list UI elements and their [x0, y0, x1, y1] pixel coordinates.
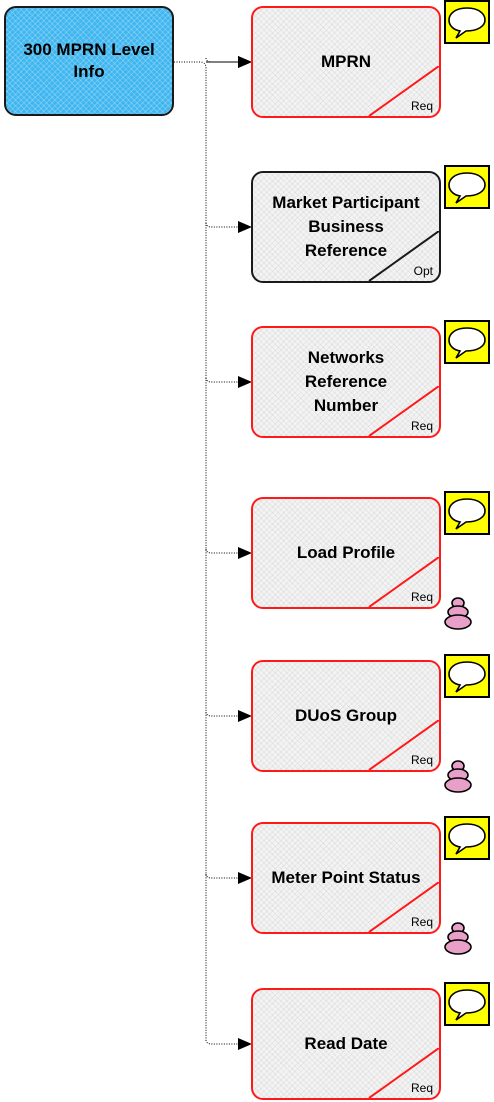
requirement-badge: Req [410, 590, 433, 604]
connector-branch [205, 872, 252, 884]
child-node-label: MPRN [320, 52, 372, 71]
speech-bubble-icon[interactable] [444, 816, 490, 860]
requirement-badge: Req [410, 915, 433, 929]
child-node-label: Load Profile [296, 543, 396, 562]
connector-branch [205, 56, 252, 68]
requirement-diagonal-line [368, 557, 439, 607]
child-node-label: Networks Reference Number [304, 348, 388, 415]
child-node-label: DUoS Group [295, 706, 397, 725]
requirement-diagonal-line [368, 1048, 439, 1098]
connector-branch [205, 547, 252, 559]
connector-trunk [174, 61, 207, 1040]
requirement-diagonal-line [368, 386, 439, 436]
speech-bubble-icon[interactable] [444, 0, 490, 44]
requirement-badge: Req [410, 99, 433, 113]
child-node-label: Read Date [304, 1034, 388, 1053]
requirement-diagonal-line [368, 882, 439, 932]
speech-bubble-icon[interactable] [444, 165, 490, 209]
connector-branch [205, 376, 252, 388]
child-node-label: Market Participant Business Reference [272, 193, 420, 260]
requirement-badge: Opt [413, 264, 433, 278]
child-node[interactable]: MPRN Req [251, 6, 441, 118]
requirement-diagonal-line [368, 231, 439, 281]
connector-branch [205, 1038, 252, 1050]
requirement-diagonal-line [368, 720, 439, 770]
requirement-diagonal-line [368, 66, 439, 116]
requirement-badge: Req [410, 419, 433, 433]
speech-bubble-icon[interactable] [444, 320, 490, 364]
speech-bubble-icon[interactable] [444, 654, 490, 698]
child-node-label: Meter Point Status [271, 868, 421, 887]
root-node-label: 300 MPRN Level Info [23, 40, 155, 81]
speech-bubble-icon[interactable] [444, 491, 490, 535]
stacked-discs-icon [444, 597, 472, 630]
requirement-badge: Req [410, 753, 433, 767]
root-node[interactable]: 300 MPRN Level Info [4, 6, 174, 116]
requirement-badge: Req [410, 1081, 433, 1095]
connector-branch [205, 221, 252, 233]
stacked-discs-icon [444, 760, 472, 793]
stacked-discs-icon [444, 922, 472, 955]
connector-branch [205, 710, 252, 722]
speech-bubble-icon[interactable] [444, 982, 490, 1026]
